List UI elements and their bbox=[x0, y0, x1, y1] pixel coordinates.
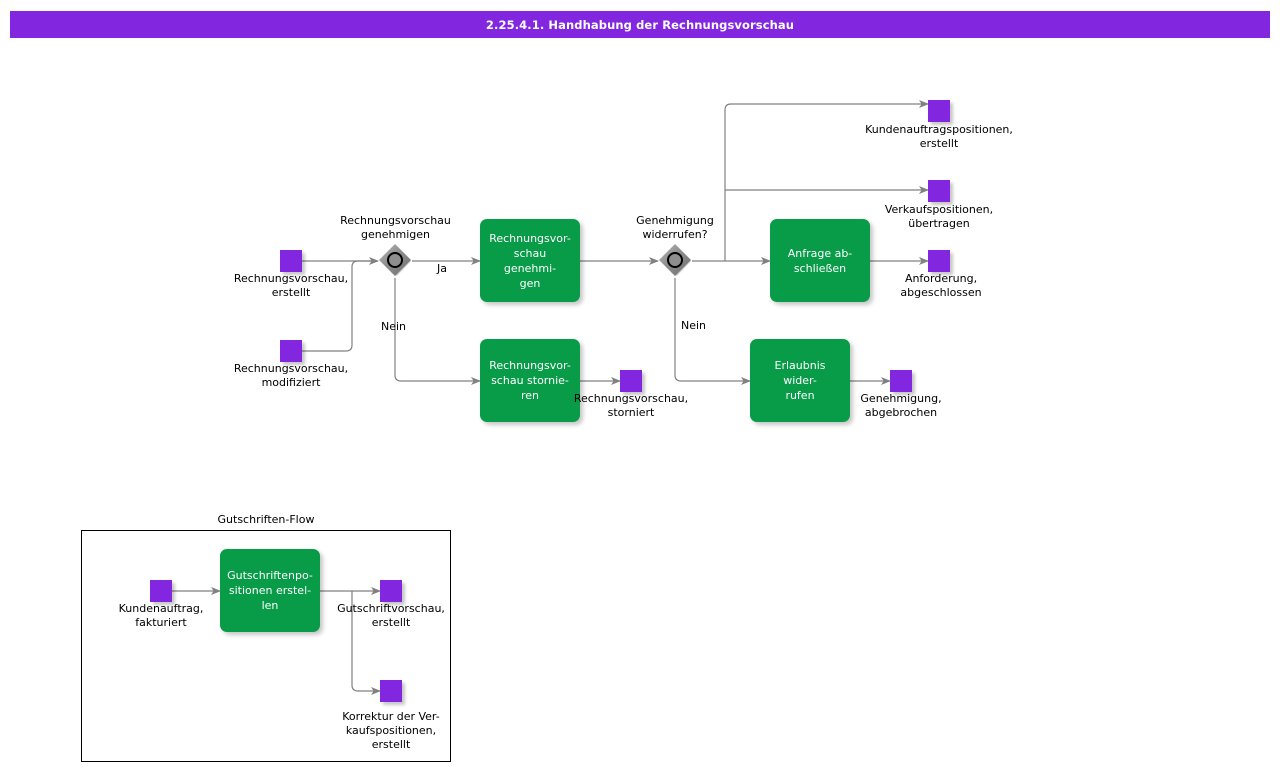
task-label: Gutschriftenpo- sitionen erstel- len bbox=[227, 569, 313, 612]
event-anforderung-abgeschlossen[interactable] bbox=[928, 250, 950, 272]
event-label-gutschriftvorschau-erstellt: Gutschriftvorschau, erstellt bbox=[337, 602, 445, 629]
task-erlaubnis-widerrufen[interactable]: Erlaubnis wider- rufen bbox=[750, 339, 850, 422]
page-title-bar: 2.25.4.1. Handhabung der Rechnungsvorsch… bbox=[10, 11, 1270, 38]
event-verkaufspositionen-uebertragen[interactable] bbox=[928, 180, 950, 202]
event-kundenauftrag-fakturiert[interactable] bbox=[150, 580, 172, 602]
event-label-rechnungsvorschau-erstellt: Rechnungsvorschau, erstellt bbox=[233, 272, 349, 299]
task-rechnungsvorschau-stornieren[interactable]: Rechnungsvor- schau stornie- ren bbox=[480, 339, 580, 422]
gateway-label-genehmigung-widerrufen: Genehmigung widerrufen? bbox=[636, 214, 714, 241]
event-genehmigung-abgebrochen[interactable] bbox=[890, 370, 912, 392]
task-anfrage-abschliessen[interactable]: Anfrage ab- schließen bbox=[770, 219, 870, 302]
gateway-genehmigung-widerrufen[interactable] bbox=[658, 243, 692, 277]
task-label: Rechnungsvor- schau stornie- ren bbox=[489, 359, 571, 402]
event-rechnungsvorschau-storniert[interactable] bbox=[620, 370, 642, 392]
event-label-korrektur-verkaufspositionen-erstellt: Korrektur der Ver- kaufspositionen, erst… bbox=[342, 710, 440, 751]
flow-label-ja: Ja bbox=[437, 262, 447, 275]
event-korrektur-verkaufspositionen-erstellt[interactable] bbox=[380, 680, 402, 702]
event-label-kundenauftrag-fakturiert: Kundenauftrag, fakturiert bbox=[118, 602, 204, 629]
page-title: 2.25.4.1. Handhabung der Rechnungsvorsch… bbox=[485, 17, 795, 32]
task-label: Rechnungsvor- schau genehmi- gen bbox=[489, 231, 571, 290]
event-kundenauftragspositionen-erstellt[interactable] bbox=[928, 100, 950, 122]
event-gutschriftvorschau-erstellt[interactable] bbox=[380, 580, 402, 602]
event-label-anforderung-abgeschlossen: Anforderung, abgeschlossen bbox=[900, 272, 982, 299]
task-gutschriftenpositionen-erstellen[interactable]: Gutschriftenpo- sitionen erstel- len bbox=[220, 549, 320, 632]
event-label-kundenauftragspositionen-erstellt: Kundenauftragspositionen, erstellt bbox=[865, 123, 1013, 150]
gateway-rechnungsvorschau-genehmigen[interactable] bbox=[378, 243, 412, 277]
flow-gateway1-nein-to-stornieren bbox=[394, 278, 481, 385]
event-label-genehmigung-abgebrochen: Genehmigung, abgebrochen bbox=[860, 392, 942, 419]
subprocess-title: Gutschriften-Flow bbox=[217, 513, 315, 526]
flow-label-nein-gateway1: Nein bbox=[381, 320, 407, 333]
event-label-rechnungsvorschau-modifiziert: Rechnungsvorschau, modifiziert bbox=[233, 362, 349, 389]
task-label: Anfrage ab- schließen bbox=[787, 246, 853, 275]
event-label-rechnungsvorschau-storniert: Rechnungsvorschau, storniert bbox=[573, 392, 689, 419]
task-rechnungsvorschau-genehmigen[interactable]: Rechnungsvor- schau genehmi- gen bbox=[480, 219, 580, 302]
event-label-verkaufspositionen-uebertragen: Verkaufspositionen, übertragen bbox=[884, 203, 994, 230]
subprocess-gutschriften-flow[interactable] bbox=[81, 530, 451, 762]
event-rechnungsvorschau-modifiziert[interactable] bbox=[280, 340, 302, 362]
task-label: Erlaubnis wider- rufen bbox=[774, 359, 826, 402]
gateway-label-rechnungsvorschau-genehmigen: Rechnungsvorschau genehmigen bbox=[340, 214, 451, 241]
flow-label-nein-gateway2: Nein bbox=[681, 319, 707, 332]
event-rechnungsvorschau-erstellt[interactable] bbox=[280, 250, 302, 272]
